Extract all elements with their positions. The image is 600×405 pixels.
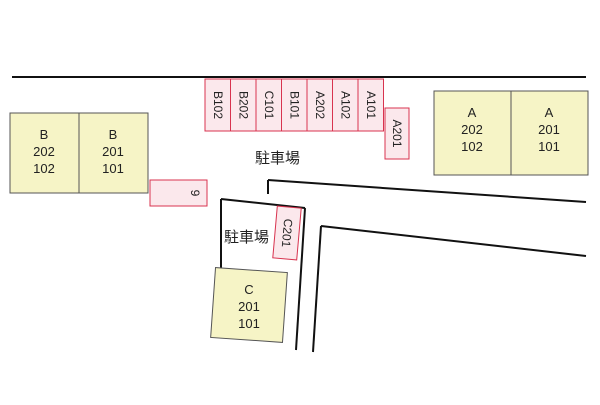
parking-space-a101 [357, 78, 384, 132]
building-a-201-101 [510, 90, 589, 176]
road-line-vertical [312, 225, 322, 353]
space-label-a202: A202 [313, 91, 327, 119]
building-a-right-room-1: 201 [538, 122, 560, 137]
building-a-left-room-1: 202 [461, 122, 483, 137]
buildings [9, 90, 589, 343]
space-label-a101: A101 [364, 91, 378, 119]
space-label-a201: A201 [390, 119, 404, 147]
building-labels: B 202 102 B 201 101 A 202 102 A 201 101 … [33, 105, 560, 331]
building-b-left-room-2: 102 [33, 161, 55, 176]
building-a-right-name: A [545, 105, 554, 120]
building-c-name: C [244, 282, 253, 297]
building-b-right-name: B [109, 127, 118, 142]
building-b-left-name: B [40, 127, 49, 142]
building-b-right-room-1: 201 [102, 144, 124, 159]
parking-space-c201 [272, 205, 302, 261]
building-a-left-name: A [468, 105, 477, 120]
parking-space-9 [149, 179, 208, 207]
building-c-room-2: 101 [238, 316, 260, 331]
parking-space-b202 [230, 78, 257, 132]
parking-lot-label-left: 駐車場 [224, 228, 270, 246]
road-lines [12, 76, 587, 353]
space-label-c201: C201 [279, 218, 295, 248]
building-c [210, 267, 288, 343]
parking-lot-top-edge [220, 198, 306, 209]
building-b-201-101 [78, 112, 149, 194]
building-a-right-room-2: 101 [538, 139, 560, 154]
space-label-9: 9 [188, 190, 202, 197]
space-label-b102: B102 [211, 91, 225, 119]
space-label-b202: B202 [236, 91, 250, 119]
parking-lot-label-top: 駐車場 [255, 149, 301, 167]
parking-lot-right-edge [295, 207, 306, 351]
building-b-left-room-1: 202 [33, 144, 55, 159]
building-b-202-102 [9, 112, 80, 194]
space-label-a102: A102 [338, 91, 352, 119]
building-b-right-room-2: 101 [102, 161, 124, 176]
parking-space-b102 [204, 78, 231, 132]
parking-space-a102 [332, 78, 359, 132]
parking-spaces [149, 78, 410, 261]
building-a-left-room-2: 102 [461, 139, 483, 154]
space-label-b101: B101 [287, 91, 301, 119]
road-line-lower [320, 225, 587, 257]
space-label-c101: C101 [262, 91, 276, 120]
parking-space-a202 [306, 78, 333, 132]
parking-space-labels: B102 B202 C101 B101 A202 A102 A101 A201 … [188, 91, 404, 249]
parking-space-a201 [384, 107, 410, 160]
building-c-room-1: 201 [238, 299, 260, 314]
parking-space-c101 [255, 78, 282, 132]
road-line-upper [267, 179, 587, 203]
